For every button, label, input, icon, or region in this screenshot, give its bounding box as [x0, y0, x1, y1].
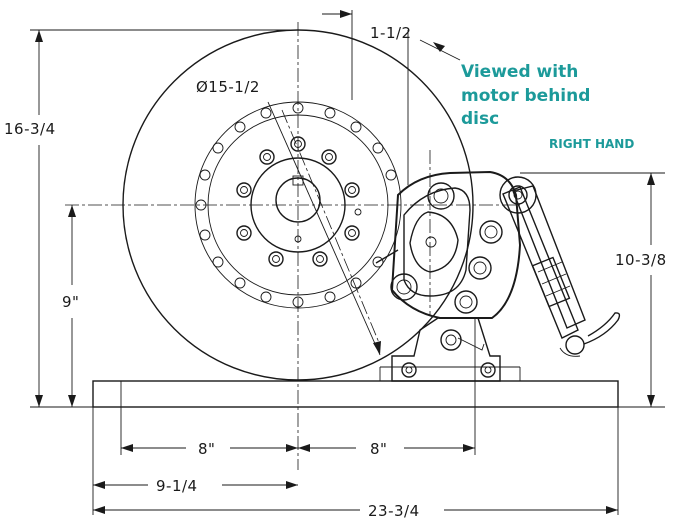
- overall-height-label: 16-3/4: [4, 120, 56, 138]
- center-lines: [65, 22, 520, 470]
- left-span-label: 8": [198, 440, 215, 458]
- hub: [236, 136, 362, 267]
- dimension-lines: [30, 10, 665, 515]
- view-note-line1: Viewed with: [461, 62, 578, 82]
- caliper-height-label: 10-3/8: [615, 251, 667, 269]
- caliper-offset-label: 1-1/2: [370, 24, 412, 42]
- center-from-left-label: 9-1/4: [156, 477, 198, 495]
- center-height-label: 9": [62, 293, 79, 311]
- hub-bolts: [236, 136, 362, 267]
- right-span-label: 8": [370, 440, 387, 458]
- disc-diameter-label: Ø15-1/2: [196, 78, 260, 96]
- view-note-line3: disc: [461, 109, 499, 129]
- base-plate: [92, 380, 619, 408]
- caliper: [375, 170, 522, 319]
- actuator-arm: [499, 176, 621, 357]
- pedestal: [379, 317, 521, 382]
- hand-label: RIGHT HAND: [549, 137, 634, 151]
- dimension-labels: 16-3/4 Ø15-1/2 1-1/2 10-3/8 9" 8" 8" 9-1…: [4, 24, 667, 520]
- view-note-line2: motor behind: [461, 86, 590, 106]
- overall-length-label: 23-3/4: [368, 502, 420, 520]
- view-notes: Viewed with motor behind disc RIGHT HAND: [461, 62, 634, 151]
